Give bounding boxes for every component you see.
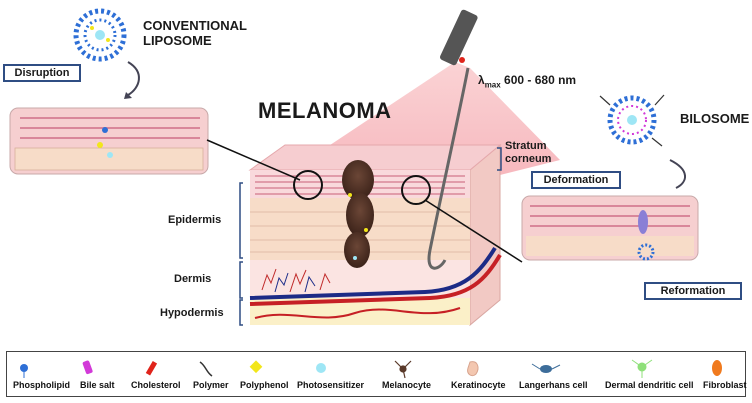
skin-block-side <box>469 143 501 327</box>
cholesterol-icon <box>145 360 158 376</box>
conventional-liposome-icon <box>73 8 127 62</box>
zoom-line-right <box>424 199 523 263</box>
polyphenol-icon <box>249 360 263 374</box>
legend-item-photosensitizer: Photosensitizer <box>297 380 365 390</box>
zoom-circle-right <box>401 175 431 205</box>
legend-item-melanocyte: Melanocyte <box>382 380 432 390</box>
zoom-circle-left <box>293 170 323 200</box>
zoom-line-left <box>206 139 301 181</box>
legend-item-langerhans-cell: Langerhans cell <box>519 380 588 390</box>
bilosome-label: BILOSOME <box>680 111 750 126</box>
arrow-to-deformation <box>669 159 686 189</box>
conventional-liposome-line2: LIPOSOME <box>143 33 212 48</box>
disruption-zoom-panel <box>9 107 209 175</box>
vein <box>249 246 497 300</box>
arrow-to-disruption <box>127 61 140 96</box>
dermal-dendritic-cell-icon <box>631 359 653 378</box>
conventional-liposome-label: CONVENTIONAL LIPOSOME <box>143 18 247 48</box>
lambda-symbol: λ <box>478 73 485 87</box>
conventional-liposome-line1: CONVENTIONAL <box>143 18 247 33</box>
polymer-icon <box>199 361 213 377</box>
optical-fiber <box>427 67 470 270</box>
legend-item-bile-salt: Bile salt <box>80 380 115 390</box>
light-source-icon <box>439 9 478 66</box>
disruption-box: Disruption <box>3 64 81 82</box>
legend-icons <box>20 359 722 379</box>
melanoma-tumor <box>342 160 374 268</box>
wavelength-label: λmax 600 - 680 nm <box>478 73 576 89</box>
stratum-line1: Stratum <box>505 140 547 152</box>
langerhans-cell-icon <box>531 363 561 373</box>
fibroblast-icon <box>712 360 722 376</box>
legend-item-keratinocyte: Keratinocyte <box>451 380 506 390</box>
bile-salt-icon <box>82 360 93 375</box>
phospholipid-icon <box>20 364 28 372</box>
legend-box: Phospholipid Bile salt Cholesterol Polym… <box>6 351 747 397</box>
wavelength-range: 600 - 680 nm <box>504 73 577 87</box>
artery <box>249 253 502 306</box>
reformation-box: Reformation <box>644 282 742 300</box>
legend-item-fibroblast: Fibroblast <box>703 380 747 390</box>
bilosome-icon <box>599 94 665 147</box>
hypodermis-label: Hypodermis <box>160 307 224 319</box>
melanoma-title: MELANOMA <box>258 98 392 123</box>
lambda-subscript: max <box>484 80 501 90</box>
stratum-line2: corneum <box>505 153 552 165</box>
legend-item-phospholipid: Phospholipid <box>13 380 70 390</box>
melanocyte-icon <box>394 360 412 379</box>
legend-item-cholesterol: Cholesterol <box>131 380 181 390</box>
skin-block-top <box>248 144 502 171</box>
keratinocyte-icon <box>467 361 479 377</box>
deformation-box: Deformation <box>531 171 621 189</box>
epidermis-label: Epidermis <box>168 214 222 226</box>
dermis-label: Dermis <box>174 273 212 285</box>
deformation-zoom-panel <box>521 195 699 261</box>
photosensitizer-icon <box>316 363 326 373</box>
hypodermis-vessel <box>254 307 461 319</box>
legend-item-dermal-dendritic-cell: Dermal dendritic cell <box>605 380 694 390</box>
stratum-corneum-label: Stratum corneum <box>505 140 551 166</box>
legend-item-polymer: Polymer <box>193 380 229 390</box>
legend-item-polyphenol: Polyphenol <box>240 380 289 390</box>
